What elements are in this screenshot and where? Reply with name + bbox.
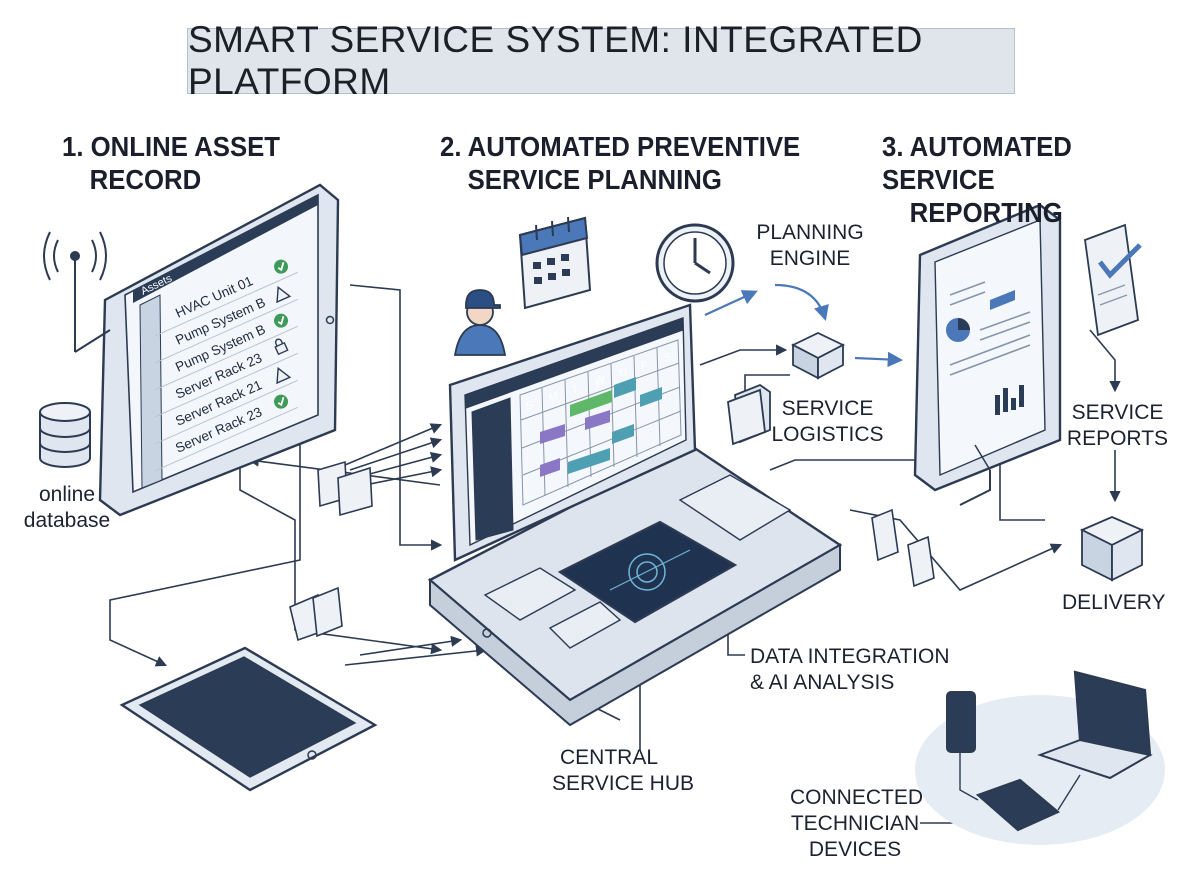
planning-engine-line-2: ENGINE (769, 247, 851, 270)
clock-icon (655, 223, 735, 303)
service-logistics-label: SERVICE LOGISTICS (770, 396, 885, 448)
report-document-icons (871, 508, 935, 588)
section-2-heading: 2. AUTOMATED PREVENTIVE SERVICE PLANNING (440, 130, 800, 196)
section-1-heading: 1. ONLINE ASSET RECORD (62, 130, 280, 196)
section-2-line-2: SERVICE PLANNING (467, 164, 722, 195)
diagram-title: SMART SERVICE SYSTEM: INTEGRATED PLATFOR… (188, 19, 923, 102)
service-reports-line-2: REPORTS (1066, 427, 1169, 450)
technician-icon (453, 289, 507, 356)
planning-engine-cube (790, 332, 846, 380)
technician-devices-line-2: TECHNICIAN (790, 812, 920, 835)
report-monitor (913, 203, 1062, 506)
technician-devices-label: CONNECTED TECHNICIAN DEVICES (790, 785, 924, 863)
calendar-icon (518, 216, 592, 310)
planning-engine-line-1: PLANNING (756, 221, 864, 244)
service-logistics-line-1: SERVICE (781, 397, 874, 420)
flow-arrows (704, 283, 904, 368)
service-reports-label: SERVICE REPORTS (1065, 400, 1170, 452)
service-logistics-line-2: LOGISTICS (771, 423, 884, 446)
title-banner: SMART SERVICE SYSTEM: INTEGRATED PLATFOR… (187, 19, 1015, 102)
section-3-line-1: 3. AUTOMATED SERVICE (882, 131, 1072, 195)
central-hub-label: CENTRAL SERVICE HUB (548, 745, 698, 797)
central-laptop (427, 303, 843, 727)
online-database-label: online database (22, 482, 112, 534)
online-database-line-1: online (38, 483, 96, 506)
section-1-line-1: 1. ONLINE ASSET (62, 131, 281, 162)
technician-devices (915, 670, 1165, 845)
central-hub-line-1: CENTRAL (560, 746, 659, 769)
section-3-heading: 3. AUTOMATED SERVICE REPORTING (882, 130, 1175, 229)
folder-icon (727, 383, 771, 446)
section-3-line-2: REPORTING (909, 197, 1063, 228)
checklist-icon (1084, 223, 1142, 337)
data-integration-line-1: DATA INTEGRATION (750, 645, 950, 668)
document-icons (289, 460, 373, 642)
section-1-line-2: RECORD (89, 164, 202, 195)
delivery-box-icon (1079, 516, 1145, 582)
service-reports-line-1: SERVICE (1071, 401, 1164, 424)
delivery-label: DELIVERY (1062, 591, 1166, 614)
central-hub-line-2: SERVICE HUB (552, 772, 694, 795)
online-database-line-2: database (23, 509, 111, 532)
planning-engine-label: PLANNING ENGINE (755, 220, 865, 272)
section-2-line-1: 2. AUTOMATED PREVENTIVE (440, 131, 801, 162)
technician-devices-line-1: CONNECTED (790, 786, 924, 809)
data-integration-label: DATA INTEGRATION & AI ANALYSIS (750, 644, 950, 696)
database-icon (39, 402, 91, 468)
technician-devices-line-3: DEVICES (808, 838, 902, 861)
antenna-icon (43, 231, 111, 353)
bottom-tablet (119, 646, 378, 792)
data-integration-line-2: & AI ANALYSIS (750, 671, 895, 694)
asset-tablet (98, 183, 340, 517)
